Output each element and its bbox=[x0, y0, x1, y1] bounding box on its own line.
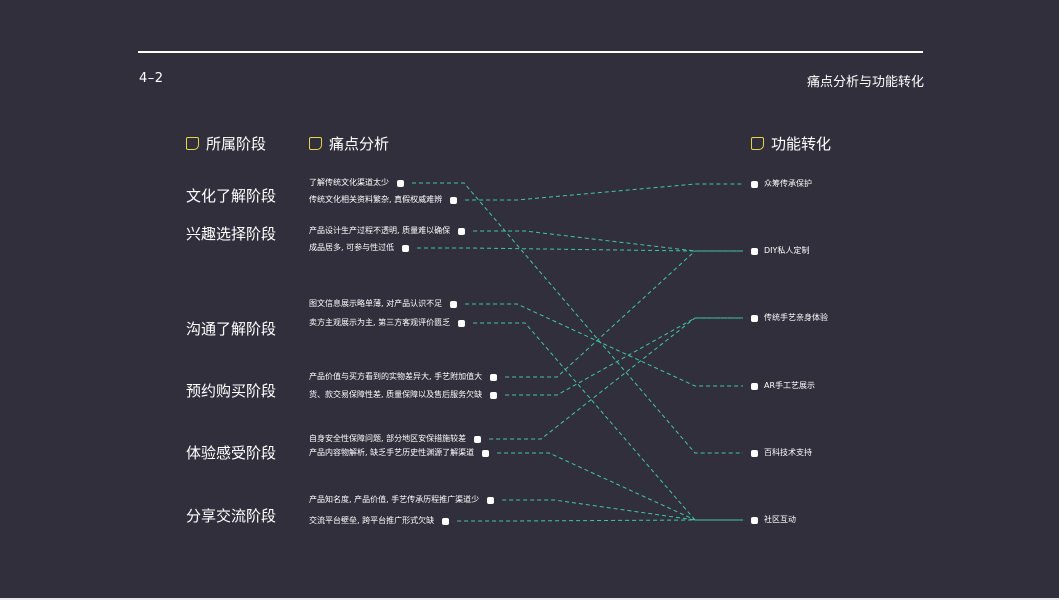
column-header-pain: 痛点分析 bbox=[309, 133, 389, 154]
function-label: 社区互动 bbox=[764, 515, 796, 524]
link-line bbox=[497, 452, 743, 521]
pain-point-label: 自身安全性保障问题, 部分地区安保措施较差 bbox=[309, 434, 467, 443]
function-label: 百科技术支持 bbox=[764, 448, 812, 457]
node-dot bbox=[458, 227, 466, 235]
node-dot bbox=[458, 319, 466, 327]
node-dot bbox=[402, 244, 410, 252]
link-line bbox=[465, 303, 743, 387]
node-dot bbox=[751, 180, 758, 188]
pain-point-item: 产品知名度, 产品价值, 手艺传承历程推广渠道少 bbox=[309, 494, 495, 506]
pain-point-label: 了解传统文化渠道太少 bbox=[309, 178, 389, 187]
pain-point-item: 交流平台壁垒, 跨平台推广形式欠缺 bbox=[309, 515, 450, 527]
node-dot bbox=[482, 449, 490, 457]
header-rule bbox=[138, 51, 923, 53]
node-dot bbox=[450, 196, 458, 204]
function-label: 传统手艺亲身体验 bbox=[764, 313, 828, 322]
link-line bbox=[505, 317, 743, 396]
link-line bbox=[417, 247, 743, 252]
node-dot bbox=[442, 517, 450, 525]
node-dot bbox=[751, 516, 758, 524]
function-item: 传统手艺亲身体验 bbox=[751, 312, 828, 324]
function-item: DIY私人定制 bbox=[751, 245, 809, 257]
pain-point-item: 了解传统文化渠道太少 bbox=[309, 177, 404, 189]
page-number: 4–2 bbox=[139, 71, 164, 86]
pain-point-label: 交流平台壁垒, 跨平台推广形式欠缺 bbox=[309, 516, 435, 525]
pain-point-label: 货、款交易保障性差, 质量保障以及售后服务欠缺 bbox=[309, 390, 483, 399]
node-dot bbox=[487, 496, 495, 504]
node-dot bbox=[474, 435, 482, 443]
column-header-stage-label: 所属阶段 bbox=[206, 135, 267, 153]
node-dot bbox=[751, 382, 758, 390]
pain-point-label: 产品设计生产过程不透明, 质量难以确保 bbox=[309, 226, 451, 235]
stage-culture: 文化了解阶段 bbox=[186, 187, 277, 205]
node-dot bbox=[751, 247, 758, 255]
function-label: AR手工艺展示 bbox=[764, 381, 816, 390]
note-icon bbox=[186, 137, 199, 150]
note-icon bbox=[309, 137, 322, 150]
pain-point-label: 图文信息展示略单薄, 对产品认识不足 bbox=[309, 299, 443, 308]
link-line bbox=[473, 322, 743, 521]
function-item: AR手工艺展示 bbox=[751, 380, 815, 392]
pain-point-label: 传统文化相关资料繁杂, 真假权威难辨 bbox=[309, 195, 443, 204]
pain-point-item: 产品价值与买方看到的实物差异大, 手艺附加值大 bbox=[309, 371, 498, 383]
node-dot bbox=[490, 373, 498, 381]
bottom-border bbox=[0, 598, 1059, 600]
pain-point-item: 卖方主观展示为主, 第三方客观评价匮乏 bbox=[309, 317, 466, 329]
pain-point-label: 产品内容物解析, 缺乏手艺历史性渊源了解渠道 bbox=[309, 448, 475, 457]
link-line bbox=[489, 317, 743, 440]
node-dot bbox=[751, 449, 758, 457]
function-item: 社区互动 bbox=[751, 514, 796, 526]
pain-point-item: 传统文化相关资料繁杂, 真假权威难辨 bbox=[309, 194, 458, 206]
pain-point-label: 成品居多, 可参与性过低 bbox=[309, 243, 395, 252]
column-header-function-label: 功能转化 bbox=[771, 135, 832, 153]
page-title: 痛点分析与功能转化 bbox=[806, 75, 924, 90]
pain-point-label: 产品价值与买方看到的实物差异大, 手艺附加值大 bbox=[309, 372, 483, 381]
node-dot bbox=[490, 391, 498, 399]
function-item: 众筹传承保护 bbox=[751, 178, 812, 190]
stage-communication: 沟通了解阶段 bbox=[186, 320, 277, 338]
function-label: DIY私人定制 bbox=[764, 246, 810, 255]
column-header-function: 功能转化 bbox=[751, 133, 831, 154]
pain-point-item: 产品内容物解析, 缺乏手艺历史性渊源了解渠道 bbox=[309, 447, 490, 459]
pain-point-item: 产品设计生产过程不透明, 质量难以确保 bbox=[309, 225, 466, 237]
pain-point-label: 产品知名度, 产品价值, 手艺传承历程推广渠道少 bbox=[309, 495, 480, 504]
node-dot bbox=[450, 300, 458, 308]
pain-point-label: 卖方主观展示为主, 第三方客观评价匮乏 bbox=[309, 318, 451, 327]
link-line bbox=[502, 499, 743, 521]
stage-experience: 体验感受阶段 bbox=[186, 444, 277, 462]
function-label: 众筹传承保护 bbox=[764, 179, 812, 188]
column-header-stage: 所属阶段 bbox=[186, 133, 266, 154]
function-item: 百科技术支持 bbox=[751, 447, 812, 459]
pain-point-item: 成品居多, 可参与性过低 bbox=[309, 242, 410, 254]
link-line bbox=[505, 250, 743, 378]
stage-interest: 兴趣选择阶段 bbox=[186, 225, 277, 243]
node-dot bbox=[397, 179, 404, 187]
stage-sharing: 分享交流阶段 bbox=[186, 507, 277, 525]
link-line bbox=[457, 519, 743, 522]
stage-purchase: 预约购买阶段 bbox=[186, 382, 277, 400]
pain-point-item: 货、款交易保障性差, 质量保障以及售后服务欠缺 bbox=[309, 389, 498, 401]
pain-point-item: 自身安全性保障问题, 部分地区安保措施较差 bbox=[309, 433, 482, 445]
link-line bbox=[465, 183, 743, 201]
note-icon bbox=[751, 137, 764, 150]
column-header-pain-label: 痛点分析 bbox=[329, 135, 390, 153]
pain-point-item: 图文信息展示略单薄, 对产品认识不足 bbox=[309, 298, 458, 310]
node-dot bbox=[751, 314, 758, 322]
